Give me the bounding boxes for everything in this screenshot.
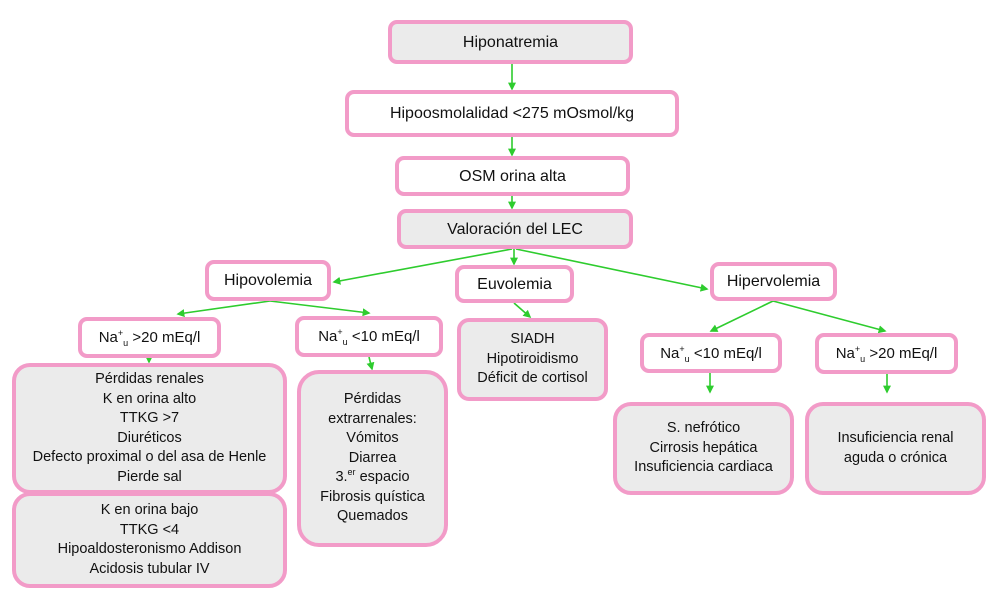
cause-line: extrarrenales: <box>328 410 417 427</box>
arrow-hipovolemia-to-hipo-na-bajo <box>269 300 371 317</box>
cause-siadh: SIADH <box>510 331 555 348</box>
arrow-hipervolemia-to-hiper-na-bajo <box>709 300 774 332</box>
cause-line: TTKG >7 <box>119 410 180 426</box>
node-hipervolemia-causas-na-bajo: S. nefrótico Cirrosis hepática Insuficie… <box>613 402 794 495</box>
node-label: Hipoosmolalidad <275 mOsmol/kg <box>389 105 635 122</box>
cause-line: Quemados <box>337 508 408 525</box>
node-hipervolemia-na-bajo: Na+u <10 mEq/l <box>640 333 782 373</box>
node-label: Na+u >20 mEq/l <box>98 328 201 348</box>
cause-line: Insuficiencia cardiaca <box>634 459 773 476</box>
node-label: Na+u >20 mEq/l <box>835 344 938 364</box>
cause-line-tercer-espacio: 3.er espacio <box>335 467 410 486</box>
node-label: OSM orina alta <box>459 167 566 185</box>
node-hipervolemia-na-alto: Na+u >20 mEq/l <box>815 333 958 374</box>
cause-line: Vómitos <box>346 430 399 447</box>
cause-line: Diuréticos <box>117 429 182 446</box>
cause-deficit-cortisol: Déficit de cortisol <box>477 370 588 387</box>
node-hipervolemia-causas-na-alto: Insuficiencia renal aguda o crónica <box>805 402 986 495</box>
cause-hipotiroidismo: Hipotiroidismo <box>486 350 579 367</box>
cause-line: Pérdidas renales <box>95 371 204 387</box>
node-label: Euvolemia <box>477 275 552 293</box>
node-osm-orina-alta: OSM orina alta <box>395 156 630 196</box>
node-euvolemia-causas: SIADH Hipotiroidismo Déficit de cortisol <box>457 318 608 401</box>
node-perdidas-renales: Pérdidas renales K en orina alto TTKG >7… <box>12 363 287 494</box>
node-perdidas-extrarrenales: Pérdidas extrarrenales: Vómitos Diarrea … <box>297 370 448 547</box>
cause-line: Hipoaldosteronismo Addison <box>57 541 242 557</box>
cause-line: Cirrosis hepática <box>649 439 758 456</box>
node-hipovolemia: Hipovolemia <box>205 260 331 301</box>
node-label: Valoración del LEC <box>447 220 583 238</box>
node-hipoosmolalidad: Hipoosmolalidad <275 mOsmol/kg <box>345 90 679 137</box>
cause-line: K en orina bajo <box>100 502 199 518</box>
node-label: Hipervolemia <box>726 273 821 290</box>
arrow-euvolemia-to-euvolemia-causas <box>513 302 532 319</box>
cause-line: Pérdidas <box>343 391 402 408</box>
node-hipovolemia-na-alto: Na+u >20 mEq/l <box>78 317 221 358</box>
node-hipervolemia: Hipervolemia <box>710 262 837 301</box>
node-hipovolemia-na-bajo: Na+u <10 mEq/l <box>295 316 443 357</box>
node-label: Na+u <10 mEq/l <box>318 327 420 347</box>
node-label: Hipovolemia <box>223 272 313 289</box>
cause-line: Acidosis tubular IV <box>89 560 210 577</box>
arrow-hipervolemia-to-hiper-na-alto <box>772 300 887 334</box>
node-valoracion-lec: Valoración del LEC <box>397 209 633 249</box>
node-euvolemia: Euvolemia <box>455 265 574 303</box>
cause-line: Defecto proximal o del asa de Henle <box>32 449 267 465</box>
node-hiponatremia: Hiponatremia <box>388 20 633 64</box>
cause-line: TTKG <4 <box>119 521 180 538</box>
cause-line: Pierde sal <box>117 468 182 485</box>
arrow-hipovolemia-to-hipo-na-alto <box>176 300 271 318</box>
cause-line: aguda o crónica <box>843 449 948 466</box>
cause-line: Diarrea <box>348 449 397 466</box>
node-k-orina-bajo: K en orina bajo TTKG <4 Hipoaldosteronis… <box>12 492 287 588</box>
cause-line: S. nefrótico <box>666 420 741 437</box>
cause-line: Insuficiencia renal <box>837 430 954 446</box>
node-label: Hiponatremia <box>462 33 559 51</box>
node-label: Na+u <10 mEq/l <box>660 343 762 364</box>
arrow-hipo-na-bajo-to-perdidas-extrarrenales <box>366 356 375 371</box>
cause-line: K en orina alto <box>102 390 197 407</box>
cause-line: Fibrosis quística <box>320 488 425 505</box>
